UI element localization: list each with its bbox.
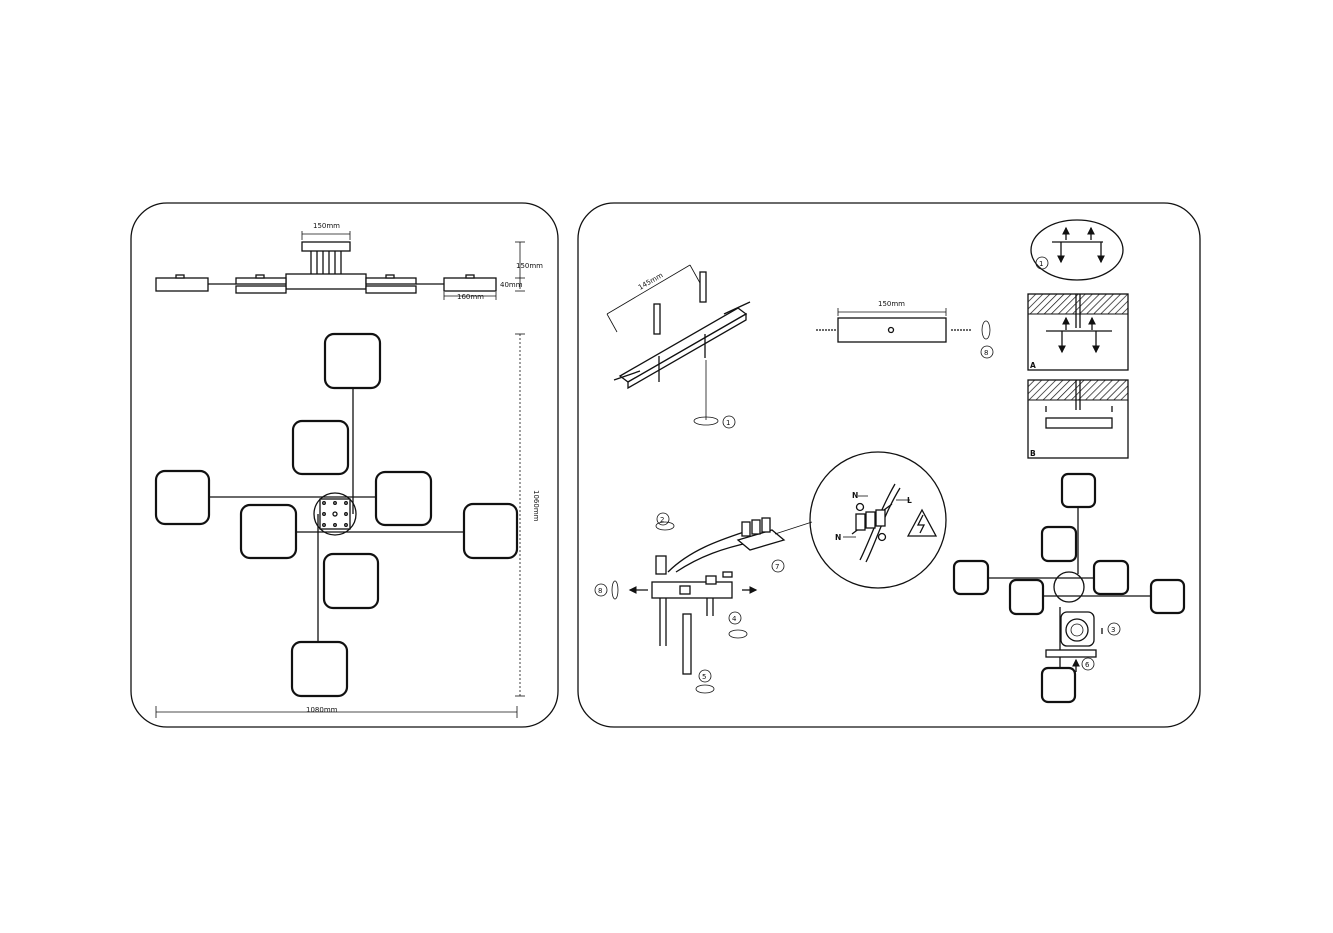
mounting-bar-drawing (816, 308, 994, 359)
bracket-spacing-label: 145mm (637, 271, 665, 292)
bracket-drawing (606, 264, 751, 429)
wire-neutral-label: N (852, 491, 858, 500)
total-width-label: 1080mm (306, 706, 338, 714)
option-b-label: B (1030, 449, 1036, 458)
wire-neutral-label-b: N (835, 533, 841, 542)
wire-live-label: L (907, 496, 912, 505)
dimensions-panel: 150mm 150mm 40mm 160mm (130, 202, 559, 728)
bar-length-label: 150mm (878, 300, 905, 308)
step-2-label: 2 (660, 516, 664, 524)
arm-height-label: 40mm (500, 281, 523, 289)
step-8-label-b: 8 (598, 587, 602, 595)
step-4-label: 4 (732, 615, 737, 623)
step-3-label: 3 (1111, 626, 1115, 634)
side-view-drawing (155, 231, 525, 300)
mount-option-b-drawing (1027, 379, 1129, 459)
lamp-width-label: 160mm (457, 293, 484, 301)
oval-detail-drawing (1030, 219, 1124, 281)
canopy-width-label: 150mm (313, 222, 340, 230)
step-6-label: 6 (1085, 661, 1090, 669)
canopy-height-label: 150mm (516, 262, 543, 270)
terminal-block-drawing (736, 517, 813, 551)
installation-panel: 145mm 1 150mm 8 1 (577, 202, 1201, 728)
final-fixture-drawing (952, 472, 1186, 704)
total-height-label: 1060mm (532, 490, 540, 522)
step-8-label-a: 8 (984, 349, 988, 357)
step-1-label-b: 1 (1039, 260, 1043, 268)
option-a-label: A (1030, 361, 1036, 370)
step-5-label: 5 (702, 673, 706, 681)
canopy-assembly-drawing (594, 512, 785, 694)
mount-option-a-drawing (1027, 293, 1129, 371)
wiring-detail-drawing (809, 451, 947, 589)
step-7-label: 7 (775, 563, 779, 571)
step-1-label: 1 (726, 419, 730, 427)
top-view-drawing (154, 332, 525, 718)
